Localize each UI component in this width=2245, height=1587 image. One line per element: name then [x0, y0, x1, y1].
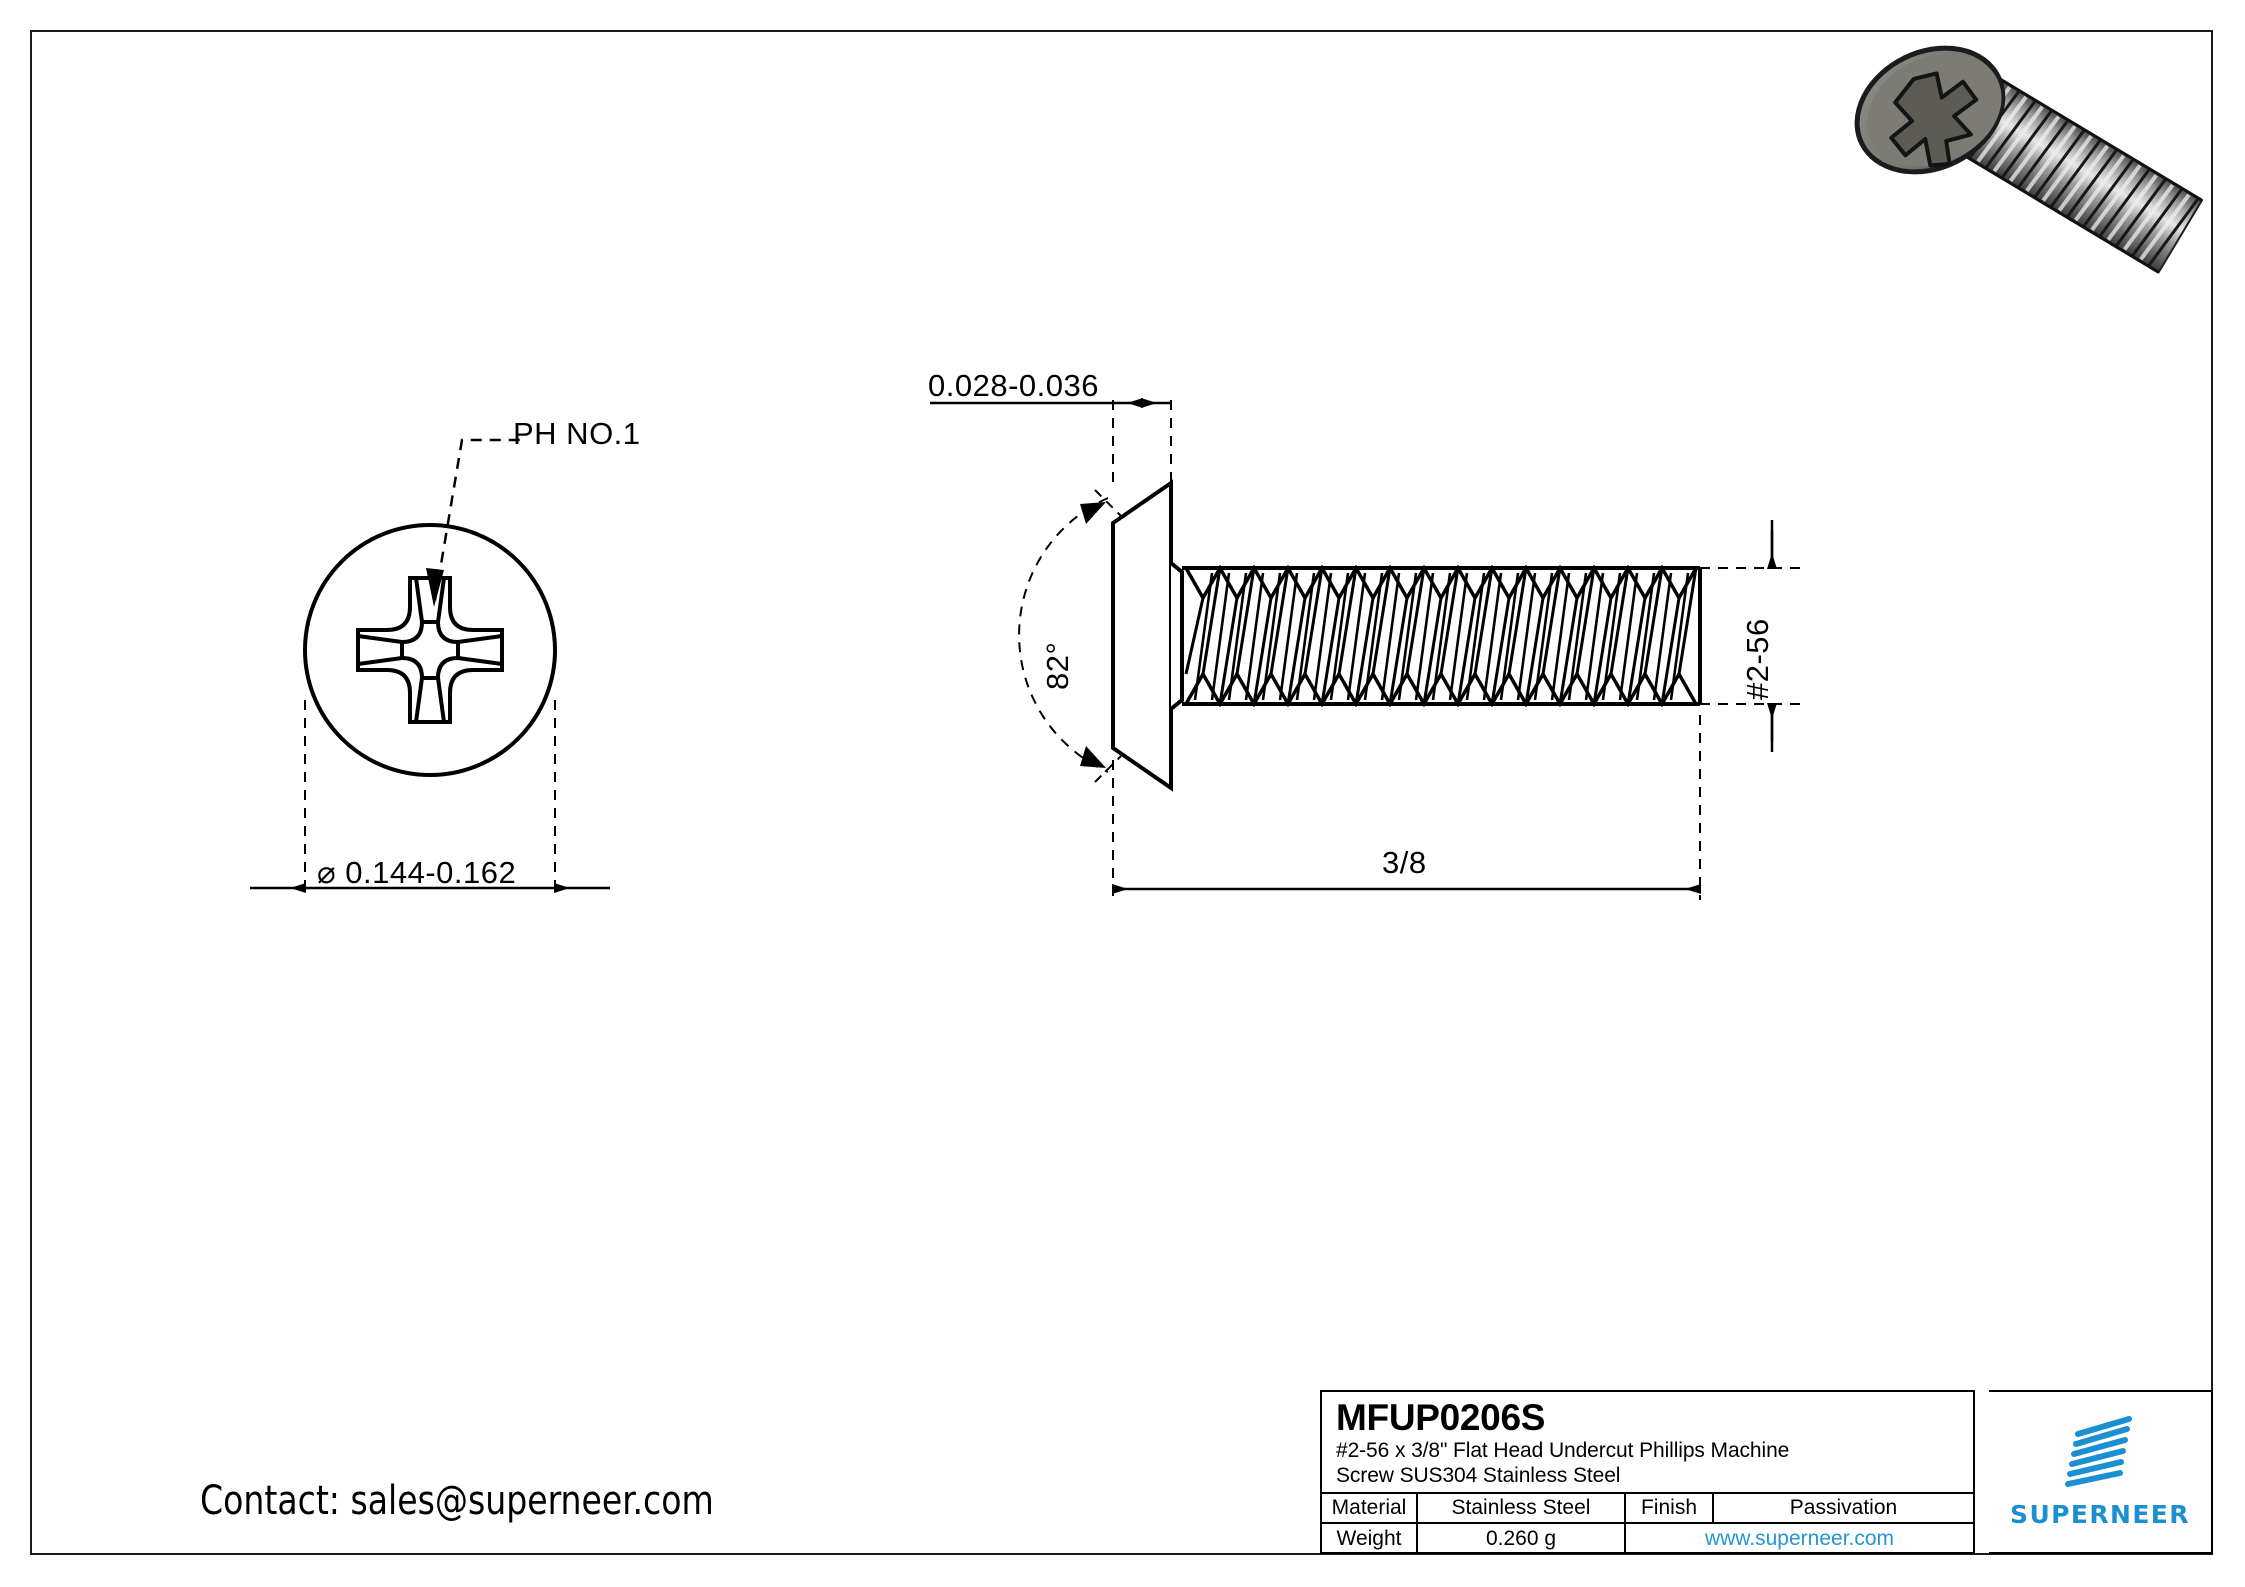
title-block-row-weight: Weight 0.260 g www.superneer.com — [1322, 1524, 1973, 1554]
weight-label: Weight — [1322, 1524, 1418, 1554]
material-value: Stainless Steel — [1418, 1494, 1626, 1522]
title-block-header: MFUP0206S #2-56 x 3/8" Flat Head Undercu… — [1322, 1392, 1973, 1494]
superneer-logo-icon — [2065, 1415, 2132, 1487]
finish-value: Passivation — [1789, 1496, 1898, 1519]
weight-value: 0.260 g — [1418, 1524, 1626, 1554]
brand-logo-box: SUPERNEER — [1989, 1390, 2213, 1554]
head-thickness-label: 0.028-0.036 — [928, 368, 1099, 403]
website-link[interactable]: www.superneer.com — [1704, 1527, 1895, 1550]
title-block: MFUP0206S #2-56 x 3/8" Flat Head Undercu… — [1320, 1390, 1975, 1554]
part-description-line1: #2-56 x 3/8" Flat Head Undercut Phillips… — [1336, 1439, 1790, 1462]
finish-label: Finish — [1626, 1494, 1714, 1522]
ph-callout-label: PH NO.1 — [513, 416, 641, 451]
brand-name: SUPERNEER — [2010, 1499, 2190, 1529]
title-block-row-material: Material Stainless Steel Finish Passivat… — [1322, 1494, 1973, 1524]
part-description-line2: Screw SUS304 Stainless Steel — [1336, 1464, 1621, 1487]
drawing-frame-border — [30, 30, 2213, 1555]
diameter-dimension-label: ⌀ 0.144-0.162 — [317, 855, 517, 890]
length-dimension-label: 3/8 — [1382, 845, 1427, 880]
part-code: MFUP0206S — [1336, 1397, 1546, 1438]
head-angle-label: 82° — [1040, 641, 1075, 690]
contact-text: Contact: sales@superneer.com — [200, 1478, 714, 1524]
thread-spec-label: #2-56 — [1740, 618, 1775, 700]
material-label: Material — [1322, 1494, 1418, 1522]
